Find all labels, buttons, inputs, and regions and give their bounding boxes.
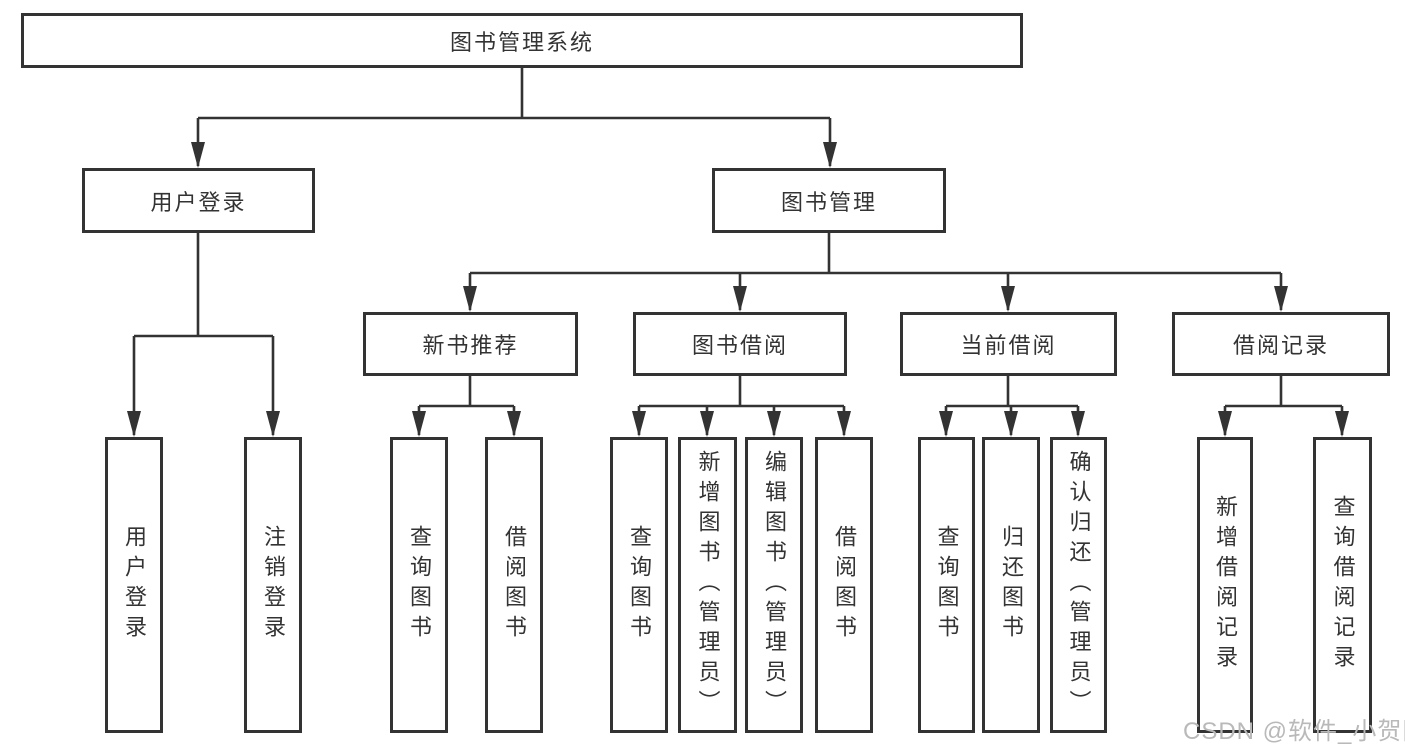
leaf-query-borrow-record: 查询借阅记录 (1313, 437, 1372, 733)
connector-book-management-branch (468, 233, 1283, 310)
leaf-user-login: 用户登录 (105, 437, 163, 733)
leaf-return-books: 归还图书 (982, 437, 1040, 733)
leaf-borrow-books: 借阅图书 (815, 437, 873, 733)
arrowhead (1335, 411, 1349, 437)
connector-borrow-records-branch (1223, 376, 1344, 435)
leaf-add-books-admin: 新增图书（管理员） (678, 437, 737, 733)
leaf-add-borrow-record: 新增借阅记录 (1197, 437, 1253, 733)
node-current-borrow: 当前借阅 (900, 312, 1117, 376)
node-library-system: 图书管理系统 (21, 13, 1023, 68)
arrowhead (266, 411, 280, 437)
connector-new-book-branch (417, 376, 516, 435)
leaf-query-books-borrow: 查询图书 (610, 437, 668, 733)
connector-user-login-branch (132, 233, 275, 435)
leaf-query-books-current: 查询图书 (918, 437, 975, 733)
leaf-query-books-recommend: 查询图书 (390, 437, 448, 733)
leaf-borrow-books-recommend: 借阅图书 (485, 437, 543, 733)
node-user-login: 用户登录 (82, 168, 315, 233)
arrowhead (463, 286, 477, 312)
arrowhead (1218, 411, 1232, 437)
csdn-watermark: CSDN @软件_小贺同学 (1183, 718, 1405, 745)
arrowhead (733, 286, 747, 312)
arrowhead (632, 411, 646, 437)
arrowhead (700, 411, 714, 437)
leaf-confirm-return-admin: 确认归还（管理员） (1050, 437, 1107, 733)
arrowhead (1004, 411, 1018, 437)
node-book-borrow: 图书借阅 (633, 312, 847, 376)
node-borrow-records: 借阅记录 (1172, 312, 1390, 376)
arrowhead (767, 411, 781, 437)
arrowhead (1001, 286, 1015, 312)
arrowhead (1274, 286, 1288, 312)
arrowhead (507, 411, 521, 437)
arrowhead (823, 142, 837, 168)
node-new-book-recommend: 新书推荐 (363, 312, 578, 376)
arrowhead (412, 411, 426, 437)
arrowhead (127, 411, 141, 437)
leaf-logout: 注销登录 (244, 437, 302, 733)
arrowhead (837, 411, 851, 437)
leaf-edit-books-admin: 编辑图书（管理员） (745, 437, 803, 733)
connector-root-branch (196, 68, 832, 166)
node-book-management: 图书管理 (712, 168, 946, 233)
arrowhead (1071, 411, 1085, 437)
connector-book-borrow-branch (637, 376, 846, 435)
arrowhead (191, 142, 205, 168)
arrowhead (939, 411, 953, 437)
